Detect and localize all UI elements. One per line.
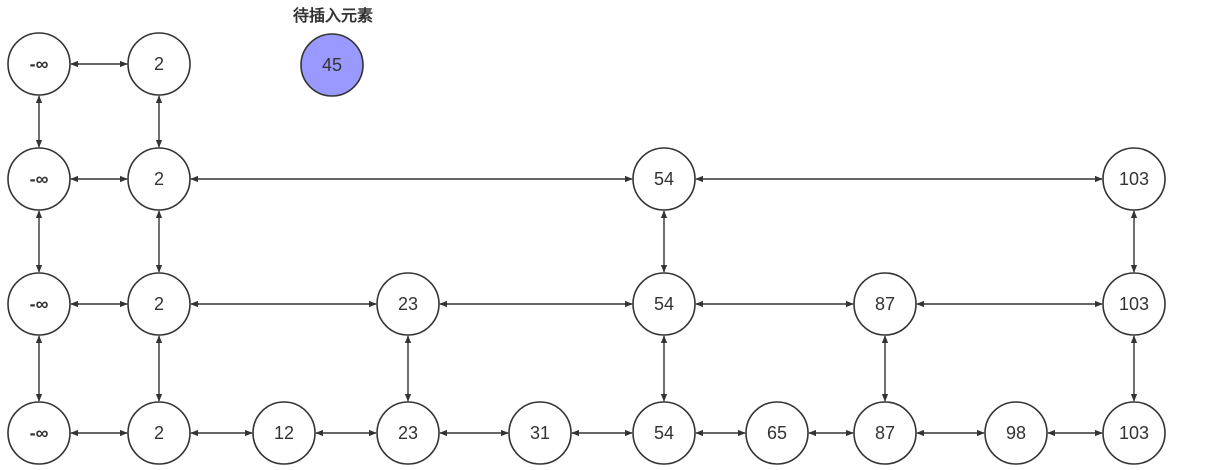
node-value: -∞ [30,54,49,74]
node-circle [127,272,191,336]
node-value: -∞ [30,294,49,314]
node-value: 2 [154,423,164,443]
node-l3-103: 103 [1102,401,1166,465]
links-layer [35,60,1138,437]
node-value: 87 [875,423,895,443]
node-l2-2: 2 [127,272,191,336]
node-circle [853,272,917,336]
node-circle [7,401,71,465]
node-circle [7,272,71,336]
node-value: 54 [654,169,674,189]
node-l1-54: 54 [632,147,696,211]
node-l2-23: 23 [376,272,440,336]
node-circle [632,401,696,465]
node-l3-2: 2 [127,401,191,465]
node-circle [1102,272,1166,336]
node-l2-neg-inf: -∞ [7,272,71,336]
pending-title: 待插入元素 [293,6,373,25]
node-value: 65 [767,423,787,443]
node-circle [252,401,316,465]
node-value: 2 [154,54,164,74]
node-l1-neg-inf: -∞ [7,147,71,211]
node-value: 2 [154,169,164,189]
node-l1-2: 2 [127,147,191,211]
node-value: -∞ [30,423,49,443]
node-circle [7,32,71,96]
node-l2-103: 103 [1102,272,1166,336]
node-value: 54 [654,423,674,443]
node-l0-2: 2 [127,32,191,96]
node-value: 103 [1119,294,1149,314]
node-circle [1102,147,1166,211]
node-value: 2 [154,294,164,314]
node-circle [984,401,1048,465]
pending-node-value: 45 [322,55,342,75]
node-l3-65: 65 [745,401,809,465]
node-l3-12: 12 [252,401,316,465]
node-l3-87: 87 [853,401,917,465]
node-value: 12 [274,423,294,443]
node-value: 103 [1119,169,1149,189]
node-value: 54 [654,294,674,314]
node-l2-87: 87 [853,272,917,336]
pending-element: 待插入元素 45 [293,6,373,97]
node-circle [376,272,440,336]
node-circle [745,401,809,465]
node-circle [127,32,191,96]
node-l1-103: 103 [1102,147,1166,211]
node-l3-23: 23 [376,401,440,465]
node-circle [127,147,191,211]
node-circle [376,401,440,465]
node-circle [632,147,696,211]
pending-node-circle [300,33,364,97]
node-circle [7,147,71,211]
node-value: 23 [398,423,418,443]
node-l0-neg-inf: -∞ [7,32,71,96]
node-l3-98: 98 [984,401,1048,465]
node-value: 31 [530,423,550,443]
node-circle [508,401,572,465]
node-l3-54: 54 [632,401,696,465]
node-circle [127,401,191,465]
node-circle [1102,401,1166,465]
node-l3-31: 31 [508,401,572,465]
node-value: 103 [1119,423,1149,443]
node-l3-neg-inf: -∞ [7,401,71,465]
node-value: 23 [398,294,418,314]
node-l2-54: 54 [632,272,696,336]
node-circle [632,272,696,336]
nodes-layer: -∞ 2 -∞ 2 54 103 -∞ 2 23 54 87 103 -∞ 2 12 23 31 54 65 87 98… [7,32,1166,465]
node-value: 87 [875,294,895,314]
node-value: 98 [1006,423,1026,443]
node-circle [853,401,917,465]
node-value: -∞ [30,169,49,189]
